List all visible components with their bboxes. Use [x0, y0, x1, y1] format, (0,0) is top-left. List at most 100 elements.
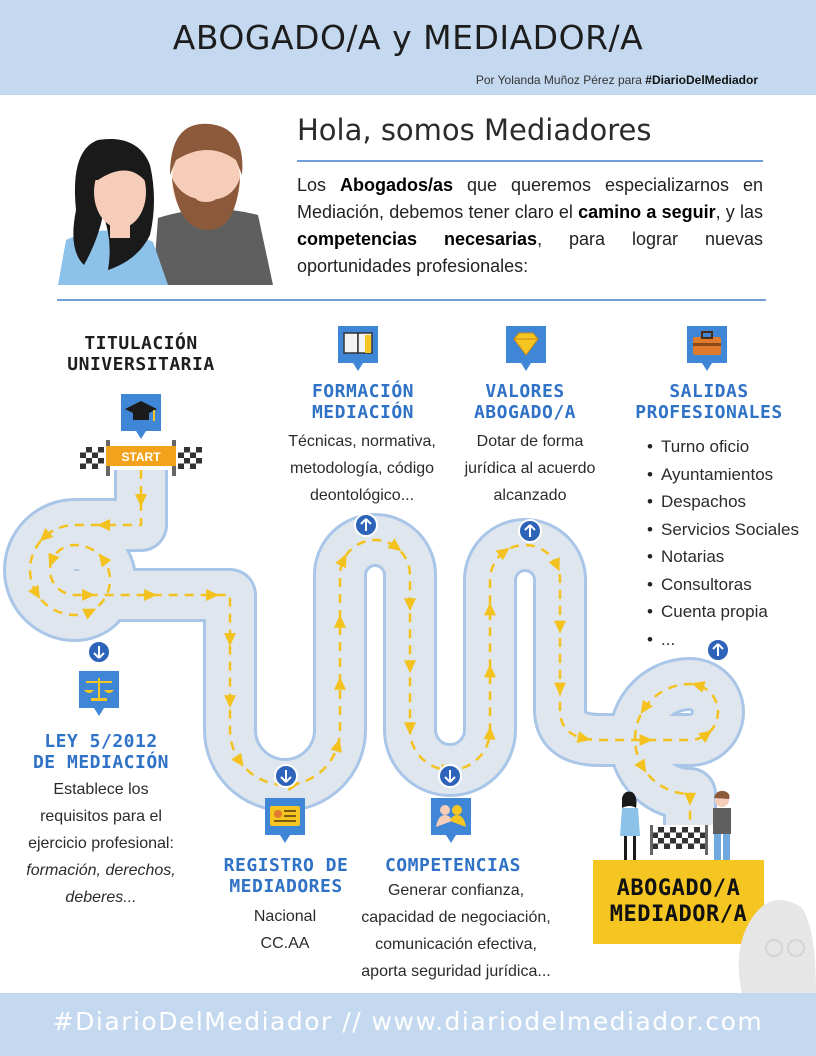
intro-emphasis: camino a seguir	[578, 202, 716, 222]
intro-divider-short	[297, 160, 763, 162]
road-direction-arrow	[206, 589, 220, 601]
road-direction-arrow	[28, 584, 41, 600]
handshake-icon	[436, 805, 466, 827]
finish-flag	[650, 825, 708, 855]
salidas-list-item: Notarias	[647, 543, 799, 571]
road-direction-arrow	[484, 602, 496, 616]
road-direction-arrow	[576, 731, 591, 744]
road-direction-arrow	[495, 547, 510, 561]
intro-emphasis: competencias necesarias	[297, 229, 538, 249]
salidas-list-item: Turno oficio	[647, 433, 799, 461]
formacion-title: FORMACIÓN MEDIACIÓN	[311, 381, 415, 423]
ley-title: LEY 5/2012 DE MEDIACIÓN	[32, 731, 170, 773]
waypoint-down-icon	[87, 640, 111, 664]
salidas-list-item: ...	[647, 626, 799, 654]
road-direction-arrow	[224, 695, 236, 709]
pin-competencias	[431, 798, 471, 843]
graduation-cap-icon	[125, 401, 157, 421]
road-direction-arrow	[98, 553, 112, 568]
final-title: ABOGADO/A MEDIADOR/A	[609, 876, 748, 927]
salidas-list-item: Consultoras	[647, 571, 799, 599]
pin-ley	[79, 671, 119, 716]
road-direction-arrow	[640, 699, 653, 714]
final-goal-box: ABOGADO/A MEDIADOR/A	[593, 860, 764, 944]
byline: Por Yolanda Muñoz Pérez para #DiarioDelM…	[476, 73, 758, 87]
pin-salidas	[687, 326, 727, 371]
diamond-icon	[513, 332, 539, 356]
man-figure	[713, 790, 731, 862]
road-direction-arrow	[82, 608, 97, 620]
salidas-list-item: Cuenta propia	[647, 598, 799, 626]
valores-description: Dotar de forma jurídica al acuerdo alcan…	[464, 433, 596, 504]
footer-banner: #DiarioDelMediador // www.diariodelmedia…	[0, 993, 816, 1056]
salidas-list-item: Ayuntamientos	[647, 461, 799, 489]
pin-registro	[265, 798, 305, 843]
ley-description: Establece los requisitos para el ejercic…	[26, 781, 176, 906]
road-direction-arrow	[691, 681, 706, 693]
start-banner: START	[80, 440, 202, 476]
road-direction-arrow	[684, 792, 696, 806]
road-direction-arrow	[639, 734, 653, 746]
competencias-description: Generar confianza, capacidad de negociac…	[361, 882, 551, 980]
road-direction-arrow	[97, 519, 110, 531]
road-direction-arrow	[39, 528, 54, 542]
road-direction-arrow	[330, 738, 342, 753]
registro-title: REGISTRO DE MEDIADORES	[223, 855, 349, 897]
intro-text-run: , y las	[715, 202, 763, 222]
start-label: START	[121, 450, 161, 464]
briefcase-icon	[693, 331, 721, 355]
page-title: ABOGADO/A y MEDIADOR/A	[172, 18, 644, 57]
road-direction-arrow	[334, 614, 346, 628]
waypoint-down-icon	[438, 764, 462, 788]
footer-text: #DiarioDelMediador // www.diariodelmedia…	[52, 1007, 764, 1036]
intro-emphasis: Abogados/as	[339, 175, 454, 195]
salidas-list-item: Despachos	[647, 488, 799, 516]
road-direction-arrow	[231, 752, 244, 767]
road-direction-arrow	[82, 589, 96, 601]
woman-figure	[620, 791, 640, 860]
road-direction-arrow	[634, 758, 647, 773]
intro-text-run: Los	[297, 175, 340, 195]
waypoint-up-icon	[354, 513, 378, 537]
header-banner: ABOGADO/A y MEDIADOR/A Por Yolanda Muñoz…	[0, 0, 816, 95]
road-direction-arrow	[698, 730, 713, 744]
road-direction-arrow	[484, 664, 496, 678]
road-direction-arrow	[554, 620, 566, 634]
finish-couple	[620, 790, 731, 862]
waypoint-up-icon	[518, 519, 542, 543]
byline-hashtag: #DiarioDelMediador	[645, 73, 758, 87]
formacion-description: Técnicas, normativa, metodología, código…	[288, 433, 436, 504]
couple-illustration	[58, 123, 273, 285]
road-direction-arrow	[404, 598, 416, 612]
road-direction-arrow	[387, 538, 402, 552]
byline-prefix: Por Yolanda Muñoz Pérez para	[475, 73, 646, 87]
intro-title: Hola, somos Mediadores	[297, 113, 652, 147]
salidas-list: Turno oficioAyuntamientosDespachosServic…	[647, 433, 799, 653]
intro-text-run: , para lograr nuevas oportunidades profe…	[297, 229, 763, 276]
road-direction-arrow	[224, 633, 236, 647]
salidas-list-item: Servicios Sociales	[647, 516, 799, 544]
pin-titulacion	[121, 394, 161, 439]
road-direction-arrow	[135, 494, 147, 507]
valores-title: VALORES ABOGADO/A	[473, 381, 577, 423]
scales-icon	[84, 678, 114, 701]
titulacion-title: TITULACIÓN UNIVERSITARIA	[67, 333, 215, 375]
road-direction-arrow	[404, 660, 416, 674]
road-direction-arrow	[144, 589, 158, 601]
road-direction-arrow	[48, 552, 60, 568]
road-direction-arrow	[334, 676, 346, 690]
road-direction-arrow	[404, 722, 416, 736]
intro-divider-long	[57, 299, 766, 301]
road-direction-arrow	[554, 682, 566, 696]
road-direction-arrow	[483, 726, 496, 740]
registro-description: Nacional CC.AA	[253, 908, 317, 952]
pin-formacion	[338, 326, 378, 371]
waypoint-down-icon	[274, 764, 298, 788]
pin-valores	[506, 326, 546, 371]
intro-paragraph: Los Abogados/as que queremos especializa…	[297, 172, 763, 280]
author-watermark	[738, 900, 816, 994]
book-icon	[343, 332, 373, 354]
competencias-title: COMPETENCIAS	[384, 855, 522, 876]
salidas-title: SALIDAS PROFESIONALES	[635, 381, 783, 423]
road-direction-arrow	[548, 557, 560, 572]
